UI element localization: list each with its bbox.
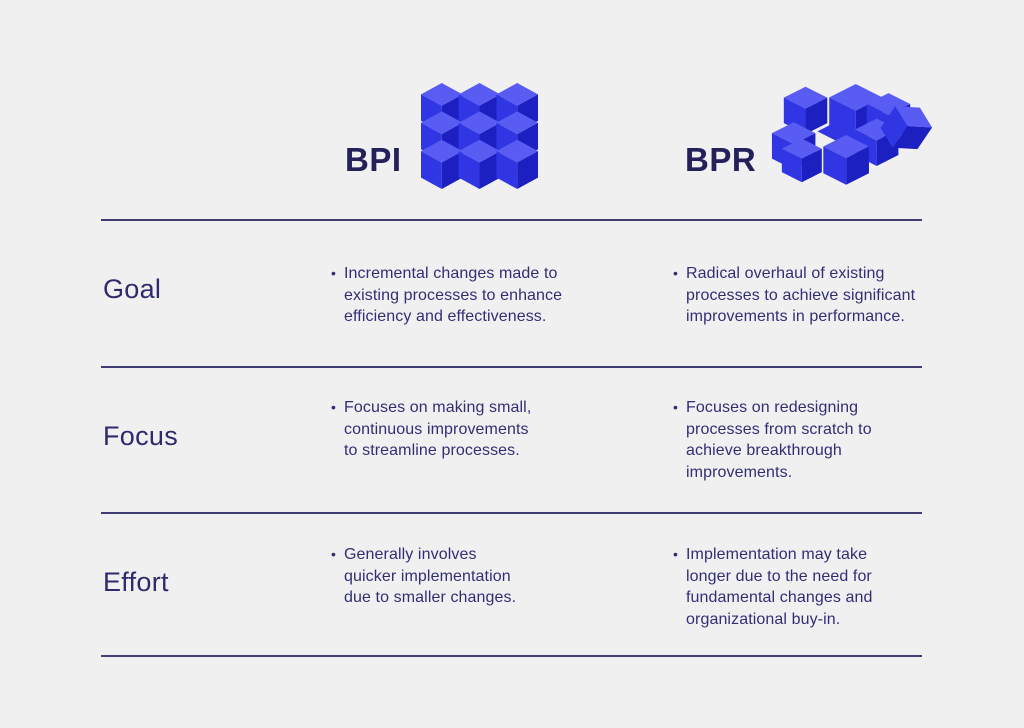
bullet-icon: •: [331, 546, 337, 562]
goal-bpi-text: Incremental changes made to existing pro…: [344, 265, 563, 325]
bullet-icon: •: [673, 399, 679, 415]
effort-bpi-text: Generally involves quicker implementatio…: [344, 546, 517, 606]
divider-line-goal-focus: [101, 366, 922, 368]
effort-bpi-cell: • Generally involves quicker implementat…: [331, 544, 631, 609]
row-label-focus: Focus: [103, 421, 179, 451]
bullet-icon: •: [673, 265, 679, 281]
bpi-cube-grid-icon: [421, 83, 538, 194]
focus-bpr-text: Focuses on redesigning processes from sc…: [686, 399, 872, 481]
effort-bpr-text: Implementation may take longer due to th…: [686, 546, 873, 628]
bullet-icon: •: [331, 399, 337, 415]
effort-bpr-cell: • Implementation may take longer due to …: [673, 544, 973, 630]
divider-line-top: [101, 219, 922, 221]
table-row-goal: Goal • Incremental changes made to exist…: [0, 220, 1024, 367]
goal-bpi-cell: • Incremental changes made to existing p…: [331, 263, 631, 328]
divider-line-bottom: [101, 655, 922, 657]
bullet-icon: •: [673, 546, 679, 562]
focus-bpr-cell: • Focuses on redesigning processes from …: [673, 397, 973, 483]
goal-bpr-cell: • Radical overhaul of existing processes…: [673, 263, 973, 328]
goal-bpr-text: Radical overhaul of existing processes t…: [686, 265, 916, 325]
bpr-scattered-cubes-icon: [768, 84, 939, 191]
table-row-effort: Effort • Generally involves quicker impl…: [0, 513, 1024, 660]
focus-bpi-text: Focuses on making small, continuous impr…: [344, 399, 532, 459]
divider-line-focus-effort: [101, 512, 922, 514]
row-label-effort: Effort: [103, 567, 169, 597]
bullet-icon: •: [331, 265, 337, 281]
bpi-column-header: BPI: [345, 141, 402, 178]
table-row-focus: Focus • Focuses on making small, continu…: [0, 367, 1024, 514]
bpr-column-header: BPR: [685, 141, 757, 178]
row-label-goal: Goal: [103, 274, 162, 304]
focus-bpi-cell: • Focuses on making small, continuous im…: [331, 397, 631, 462]
